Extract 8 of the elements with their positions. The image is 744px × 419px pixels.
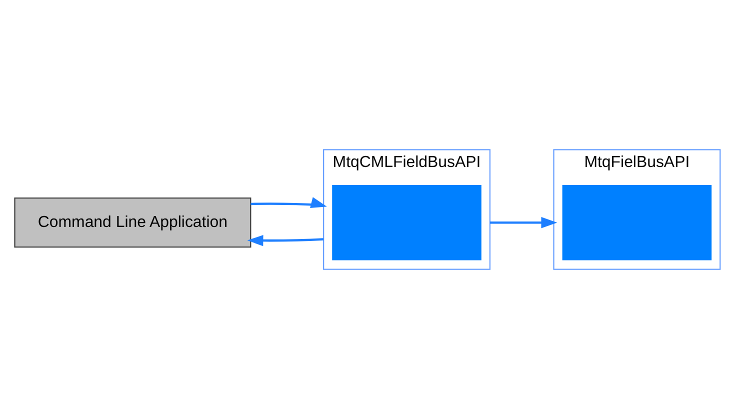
cluster: MtqCMLFieldBusAPI	[323, 149, 490, 270]
cluster: MtqFielBusAPI	[553, 149, 721, 270]
node-box	[332, 185, 482, 260]
arrow	[247, 234, 324, 246]
node-box	[562, 185, 712, 260]
node-box: Command Line Application	[14, 198, 252, 248]
arrow	[490, 217, 558, 228]
arrow	[250, 197, 327, 208]
